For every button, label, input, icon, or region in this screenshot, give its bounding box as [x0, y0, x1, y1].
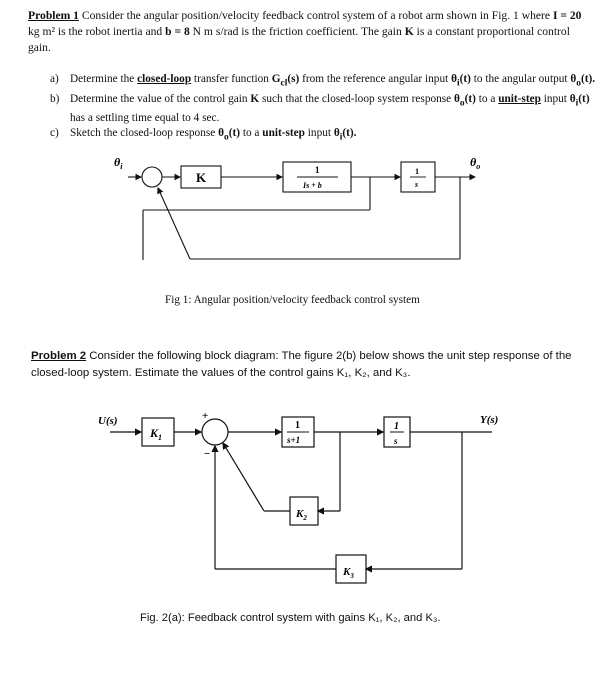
problem1-intro: Problem 1 Consider the angular position/… — [28, 9, 582, 54]
fig1-plant-denominator: Is + b — [302, 181, 322, 190]
problem2-intro: Problem 2 Consider the following block d… — [31, 350, 572, 379]
fig2-block-diagram: U(s) Y(s) K1 K2 K3 1 s+1 1 s + − — [98, 410, 498, 584]
fig1-integrator-denominator: s — [414, 180, 418, 189]
fig2-k3-label: K3 — [342, 566, 354, 580]
fig2-plant-numerator: 1 — [295, 420, 300, 431]
fig2-summing-junction — [201, 418, 229, 446]
fig2-integrator-denominator: s — [393, 436, 398, 446]
fig2-plant-denominator: s+1 — [286, 435, 300, 445]
problem1-question-list: a) Determine the closed-loop transfer fu… — [50, 72, 598, 146]
question-b: b) Determine the value of the control ga… — [50, 92, 590, 124]
fig1-output-label: θo — [470, 155, 480, 171]
fig2-k1-label: K1 — [149, 426, 162, 442]
fig1-caption: Fig 1: Angular position/velocity feedbac… — [165, 294, 420, 306]
fig2-caption: Fig. 2(a): Feedback control system with … — [140, 612, 441, 624]
fig2-integrator-numerator: 1 — [394, 421, 399, 432]
problem2-title: Problem 2 — [31, 350, 87, 362]
fig1-plant-numerator: 1 — [315, 165, 320, 175]
fig1-gain-label: K — [196, 170, 207, 185]
question-a: a) Determine the closed-loop transfer fu… — [50, 73, 596, 89]
problem1-title: Problem 1 — [28, 9, 79, 22]
fig1-summing-junction — [141, 166, 163, 188]
question-c: c) Sketch the closed-loop response θo(t)… — [50, 127, 357, 143]
fig2-k2-label: K2 — [295, 508, 307, 522]
fig2-output-label: Y(s) — [480, 414, 498, 426]
fig1-block-diagram: θi θo K 1 Is + b 1 s — [114, 155, 480, 260]
fig2-input-label: U(s) — [98, 415, 118, 427]
fig1-integrator-numerator: 1 — [415, 167, 419, 176]
fig2-plus-sign: + — [202, 410, 208, 422]
fig1-input-label: θi — [114, 155, 123, 171]
fig2-minus-sign: − — [204, 448, 210, 460]
